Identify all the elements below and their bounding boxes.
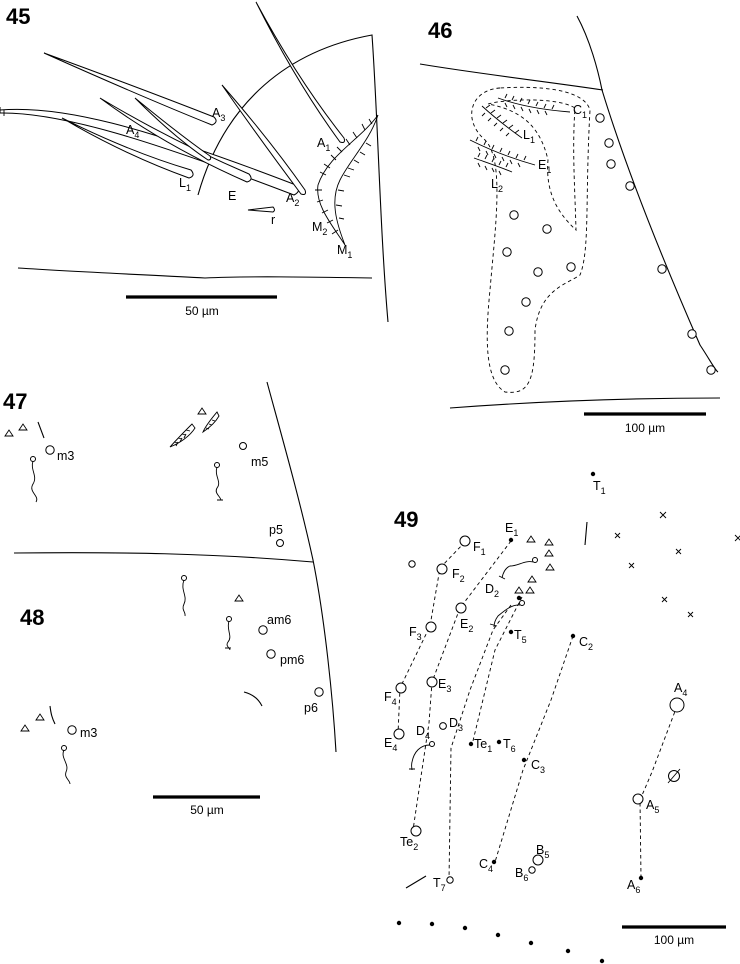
seta-e-b [134, 97, 212, 161]
label-c3: C3 [531, 758, 545, 775]
sensilla-46 [500, 113, 716, 375]
label-b5: B5 [536, 843, 549, 860]
figure-45: 45 A3 A4 A1 L1 E A2 r M2 M1 50 µm [0, 1, 389, 323]
label-m3-47: m3 [57, 449, 74, 463]
label-m1: M1 [337, 243, 352, 260]
label-b6: B6 [515, 866, 528, 883]
seta-l1 [61, 117, 194, 179]
label-c1: C1 [573, 103, 587, 120]
body-outline [197, 34, 389, 323]
figure-number-48: 48 [20, 605, 44, 630]
scale-label-48: 50 µm [190, 803, 224, 817]
seta-m2 [247, 206, 275, 213]
label-f2: F2 [452, 567, 465, 584]
label-a5: A5 [646, 798, 659, 815]
seta-a2 [221, 84, 306, 195]
figure-number-49: 49 [394, 507, 418, 532]
label-a1: A1 [317, 136, 330, 153]
label-l1: L1 [523, 128, 535, 145]
label-e1: E1 [505, 521, 518, 538]
label-c2: C2 [579, 635, 593, 652]
figure-number-47: 47 [3, 389, 27, 414]
label-a4: A4 [674, 681, 687, 698]
label-e3: E3 [438, 677, 451, 694]
plumose-seta-c1 [497, 93, 571, 116]
sensilla-49 [393, 535, 685, 884]
fig47-marks [4, 407, 284, 547]
plumose-seta-e1 [469, 136, 536, 168]
label-d4: D4 [416, 724, 430, 741]
figure-49: 49 [384, 471, 740, 964]
scale-label-46: 100 µm [625, 421, 665, 435]
label-a4: A4 [126, 123, 139, 140]
label-p6: p6 [304, 701, 318, 715]
figure-47-48: 47 48 m3 m5 p5 [3, 381, 337, 817]
seta-a3 [43, 52, 217, 126]
label-te1: Te1 [474, 737, 492, 754]
label-l1: L1 [179, 176, 191, 193]
plumose-seta-l2 [473, 152, 513, 176]
body-outline-top [419, 63, 604, 91]
label-e: E [228, 189, 236, 203]
body-outline [266, 381, 337, 753]
body-outline-right [576, 15, 719, 373]
label-p5: p5 [269, 523, 283, 537]
label-m3-48: m3 [80, 726, 97, 740]
label-t7: T7 [433, 876, 446, 893]
scale-label-49: 100 µm [654, 933, 694, 947]
figure-number-45: 45 [6, 4, 30, 29]
fig48-marks [20, 575, 324, 785]
seta-e [99, 97, 252, 183]
label-t1: T1 [593, 479, 606, 496]
scale-label-45: 50 µm [185, 304, 219, 318]
dashed-region-outer [471, 86, 591, 393]
label-f4: F4 [384, 690, 397, 707]
label-t5: T5 [514, 628, 527, 645]
label-d2: D2 [485, 582, 499, 599]
label-l2: L2 [491, 177, 503, 194]
label-pm6: pm6 [280, 653, 304, 667]
microchaetae-49 [396, 471, 644, 964]
triangle-marks-49 [514, 535, 555, 594]
label-c4: C4 [479, 857, 493, 874]
label-m2: M2 [312, 220, 327, 237]
label-f1: F1 [473, 540, 486, 557]
base-line [17, 267, 373, 279]
figure-46: 46 [419, 15, 721, 435]
label-am6: am6 [267, 613, 291, 627]
dashed-region-inner [487, 99, 577, 232]
label-a3: A3 [212, 106, 225, 123]
bothriotricha-49 [409, 557, 538, 771]
base-line [449, 397, 721, 409]
label-f3: F3 [409, 625, 422, 642]
dashed-rows-49 [397, 540, 678, 881]
seta-a1 [255, 1, 345, 143]
label-a6: A6 [627, 878, 640, 895]
seta-a4 [0, 107, 300, 196]
label-te2: Te2 [400, 835, 418, 852]
plumose-seta-l1 [481, 104, 523, 139]
label-e4: E4 [384, 736, 397, 753]
label-r: r [271, 213, 275, 227]
label-d3: D3 [449, 716, 463, 733]
label-t6: T6 [503, 737, 516, 754]
seta-m1-plumose [315, 114, 379, 246]
label-a2: A2 [286, 191, 299, 208]
label-e2: E2 [460, 617, 473, 634]
cross-marks-49 [614, 511, 740, 618]
label-e1: E1 [538, 158, 551, 175]
label-m5: m5 [251, 455, 268, 469]
segment-boundary [13, 552, 314, 563]
chaeta-stroke-1 [584, 521, 588, 546]
figure-number-46: 46 [428, 18, 452, 43]
chaeta-stroke-2 [405, 875, 427, 889]
